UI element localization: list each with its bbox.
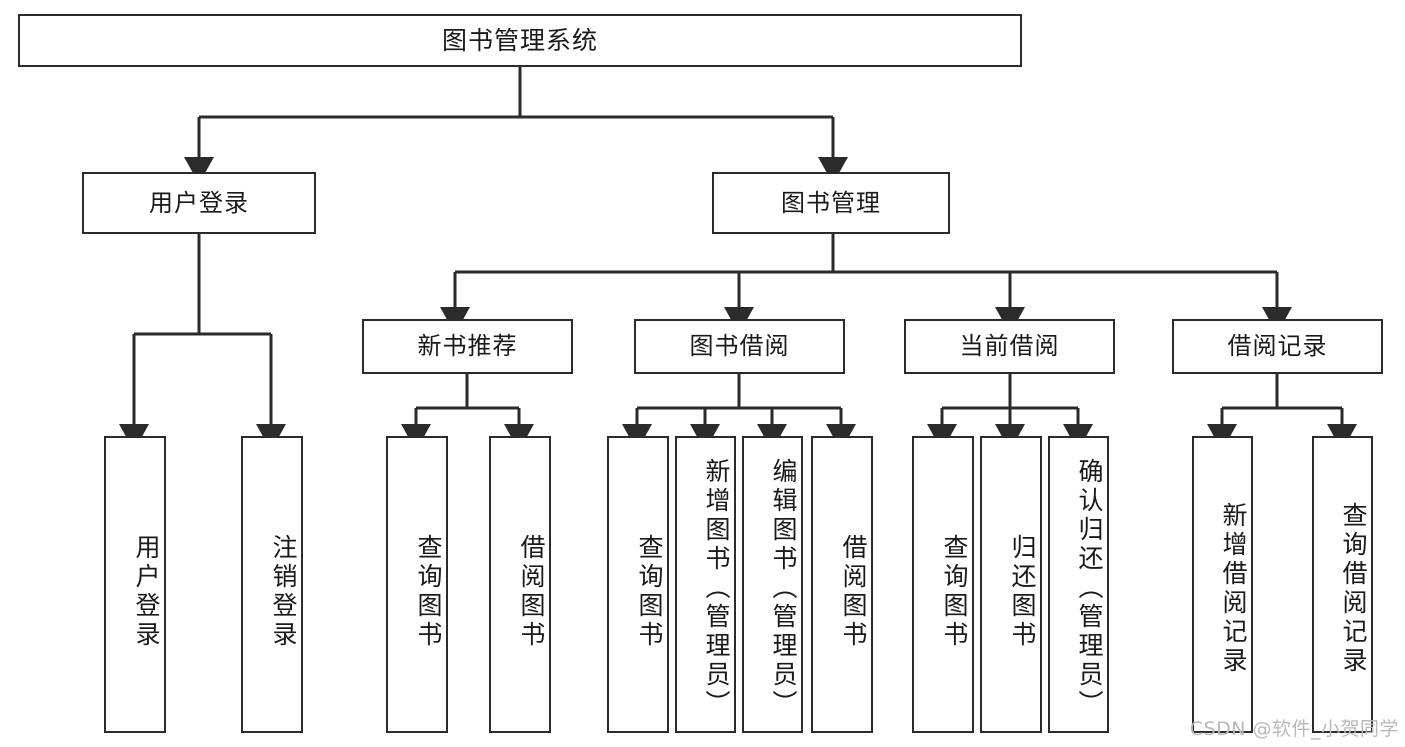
node-label: 归还图书 [1008, 533, 1037, 650]
node-label: 图书管理 [781, 188, 881, 217]
node-label: 借阅记录 [1227, 332, 1328, 361]
node-leaf-edit-book[interactable]: 编辑图书（管理员） [742, 436, 803, 733]
node-leaf-query-borrow-record[interactable]: 查询借阅记录 [1312, 436, 1373, 733]
node-label: 新书推荐 [417, 332, 518, 361]
node-leaf-logout-login[interactable]: 注销登录 [241, 436, 303, 733]
node-leaf-borrow-book-2[interactable]: 借阅图书 [811, 436, 873, 733]
node-label: 当前借阅 [959, 332, 1060, 361]
node-leaf-return-book[interactable]: 归还图书 [980, 436, 1042, 733]
node-root-book-management-system[interactable]: 图书管理系统 [18, 14, 1022, 67]
node-label: 用户登录 [132, 533, 161, 650]
node-leaf-query-book-2[interactable]: 查询图书 [607, 436, 669, 733]
node-label: 图书借阅 [689, 332, 790, 361]
node-leaf-user-login[interactable]: 用户登录 [104, 436, 166, 733]
node-label: 新增借阅记录 [1219, 501, 1248, 676]
node-borrow-record[interactable]: 借阅记录 [1172, 319, 1383, 374]
node-label: 查询图书 [635, 533, 664, 650]
node-label: 借阅图书 [517, 533, 546, 650]
node-label: 查询图书 [940, 533, 969, 650]
node-leaf-borrow-book-1[interactable]: 借阅图书 [489, 436, 551, 733]
node-new-book-recommend[interactable]: 新书推荐 [362, 319, 573, 374]
node-leaf-add-borrow-record[interactable]: 新增借阅记录 [1192, 436, 1253, 733]
node-current-borrow[interactable]: 当前借阅 [904, 319, 1115, 374]
node-leaf-confirm-return[interactable]: 确认归还（管理员） [1048, 436, 1109, 733]
node-label: 注销登录 [269, 533, 298, 650]
node-book-borrow[interactable]: 图书借阅 [634, 319, 845, 374]
node-label: 编辑图书（管理员） [769, 458, 798, 719]
node-label: 借阅图书 [839, 533, 868, 650]
node-leaf-query-book-3[interactable]: 查询图书 [912, 436, 974, 733]
node-leaf-add-book[interactable]: 新增图书（管理员） [675, 436, 736, 733]
node-label: 查询借阅记录 [1339, 501, 1368, 676]
node-label: 查询图书 [414, 533, 443, 650]
node-label: 图书管理系统 [441, 25, 598, 55]
node-user-login[interactable]: 用户登录 [82, 172, 316, 234]
node-leaf-query-book-1[interactable]: 查询图书 [386, 436, 448, 733]
node-label: 新增图书（管理员） [702, 458, 731, 719]
node-label: 用户登录 [149, 188, 249, 217]
csdn-watermark: CSDN @软件_小贺同学 [1189, 718, 1399, 740]
node-label: 确认归还（管理员） [1075, 458, 1104, 719]
node-book-management[interactable]: 图书管理 [712, 172, 950, 234]
